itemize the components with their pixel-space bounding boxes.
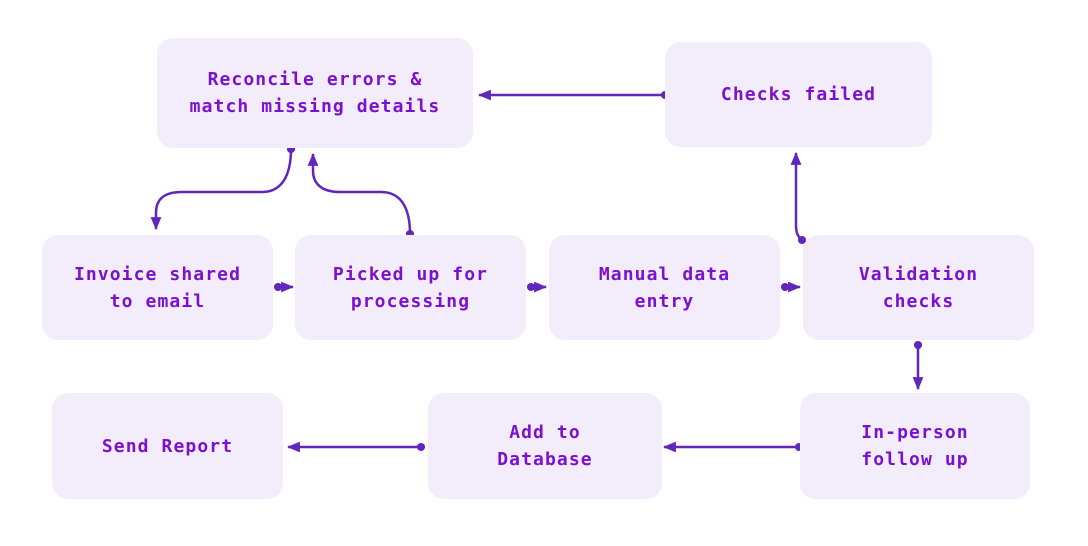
node-label-line: Add to — [509, 422, 581, 443]
node-checks-failed: Checks failed — [665, 42, 932, 147]
node-reconcile-errors: Reconcile errors & match missing details — [157, 38, 473, 148]
node-validation-checks: Validation checks — [803, 235, 1034, 340]
node-label-line: Picked up for — [332, 263, 489, 285]
arrow-reconcile-to-invoice — [150, 144, 296, 231]
node-label-line: Invoice shared — [73, 263, 242, 285]
node-label-line: Checks failed — [720, 84, 877, 105]
node-label-line: entry — [634, 290, 695, 312]
node-invoice-shared: Invoice shared to email — [42, 235, 273, 340]
node-label-line: checks — [882, 290, 955, 312]
node-send-report: Send Report — [52, 393, 283, 499]
node-label-line: match missing details — [189, 96, 441, 117]
arrow-picked-to-reconcile — [307, 152, 415, 239]
arrow-validation-to-checks-failed — [790, 151, 807, 245]
node-label-line: Database — [497, 449, 593, 470]
node-label-line: Send Report — [101, 435, 234, 457]
node-picked-up-processing: Picked up for processing — [295, 235, 526, 340]
node-label-line: In-person — [861, 422, 969, 443]
node-label-line: Validation — [858, 263, 979, 285]
node-in-person-follow-up: In-person follow up — [800, 393, 1030, 499]
node-label-line: Manual data — [598, 263, 731, 285]
node-add-to-database: Add to Database — [428, 393, 662, 499]
node-label-line: to email — [109, 290, 206, 312]
node-label-line: processing — [350, 290, 471, 312]
node-manual-data-entry: Manual data entry — [549, 235, 780, 340]
node-label-line: Reconcile errors & — [207, 69, 423, 90]
node-label-line: follow up — [861, 449, 969, 470]
